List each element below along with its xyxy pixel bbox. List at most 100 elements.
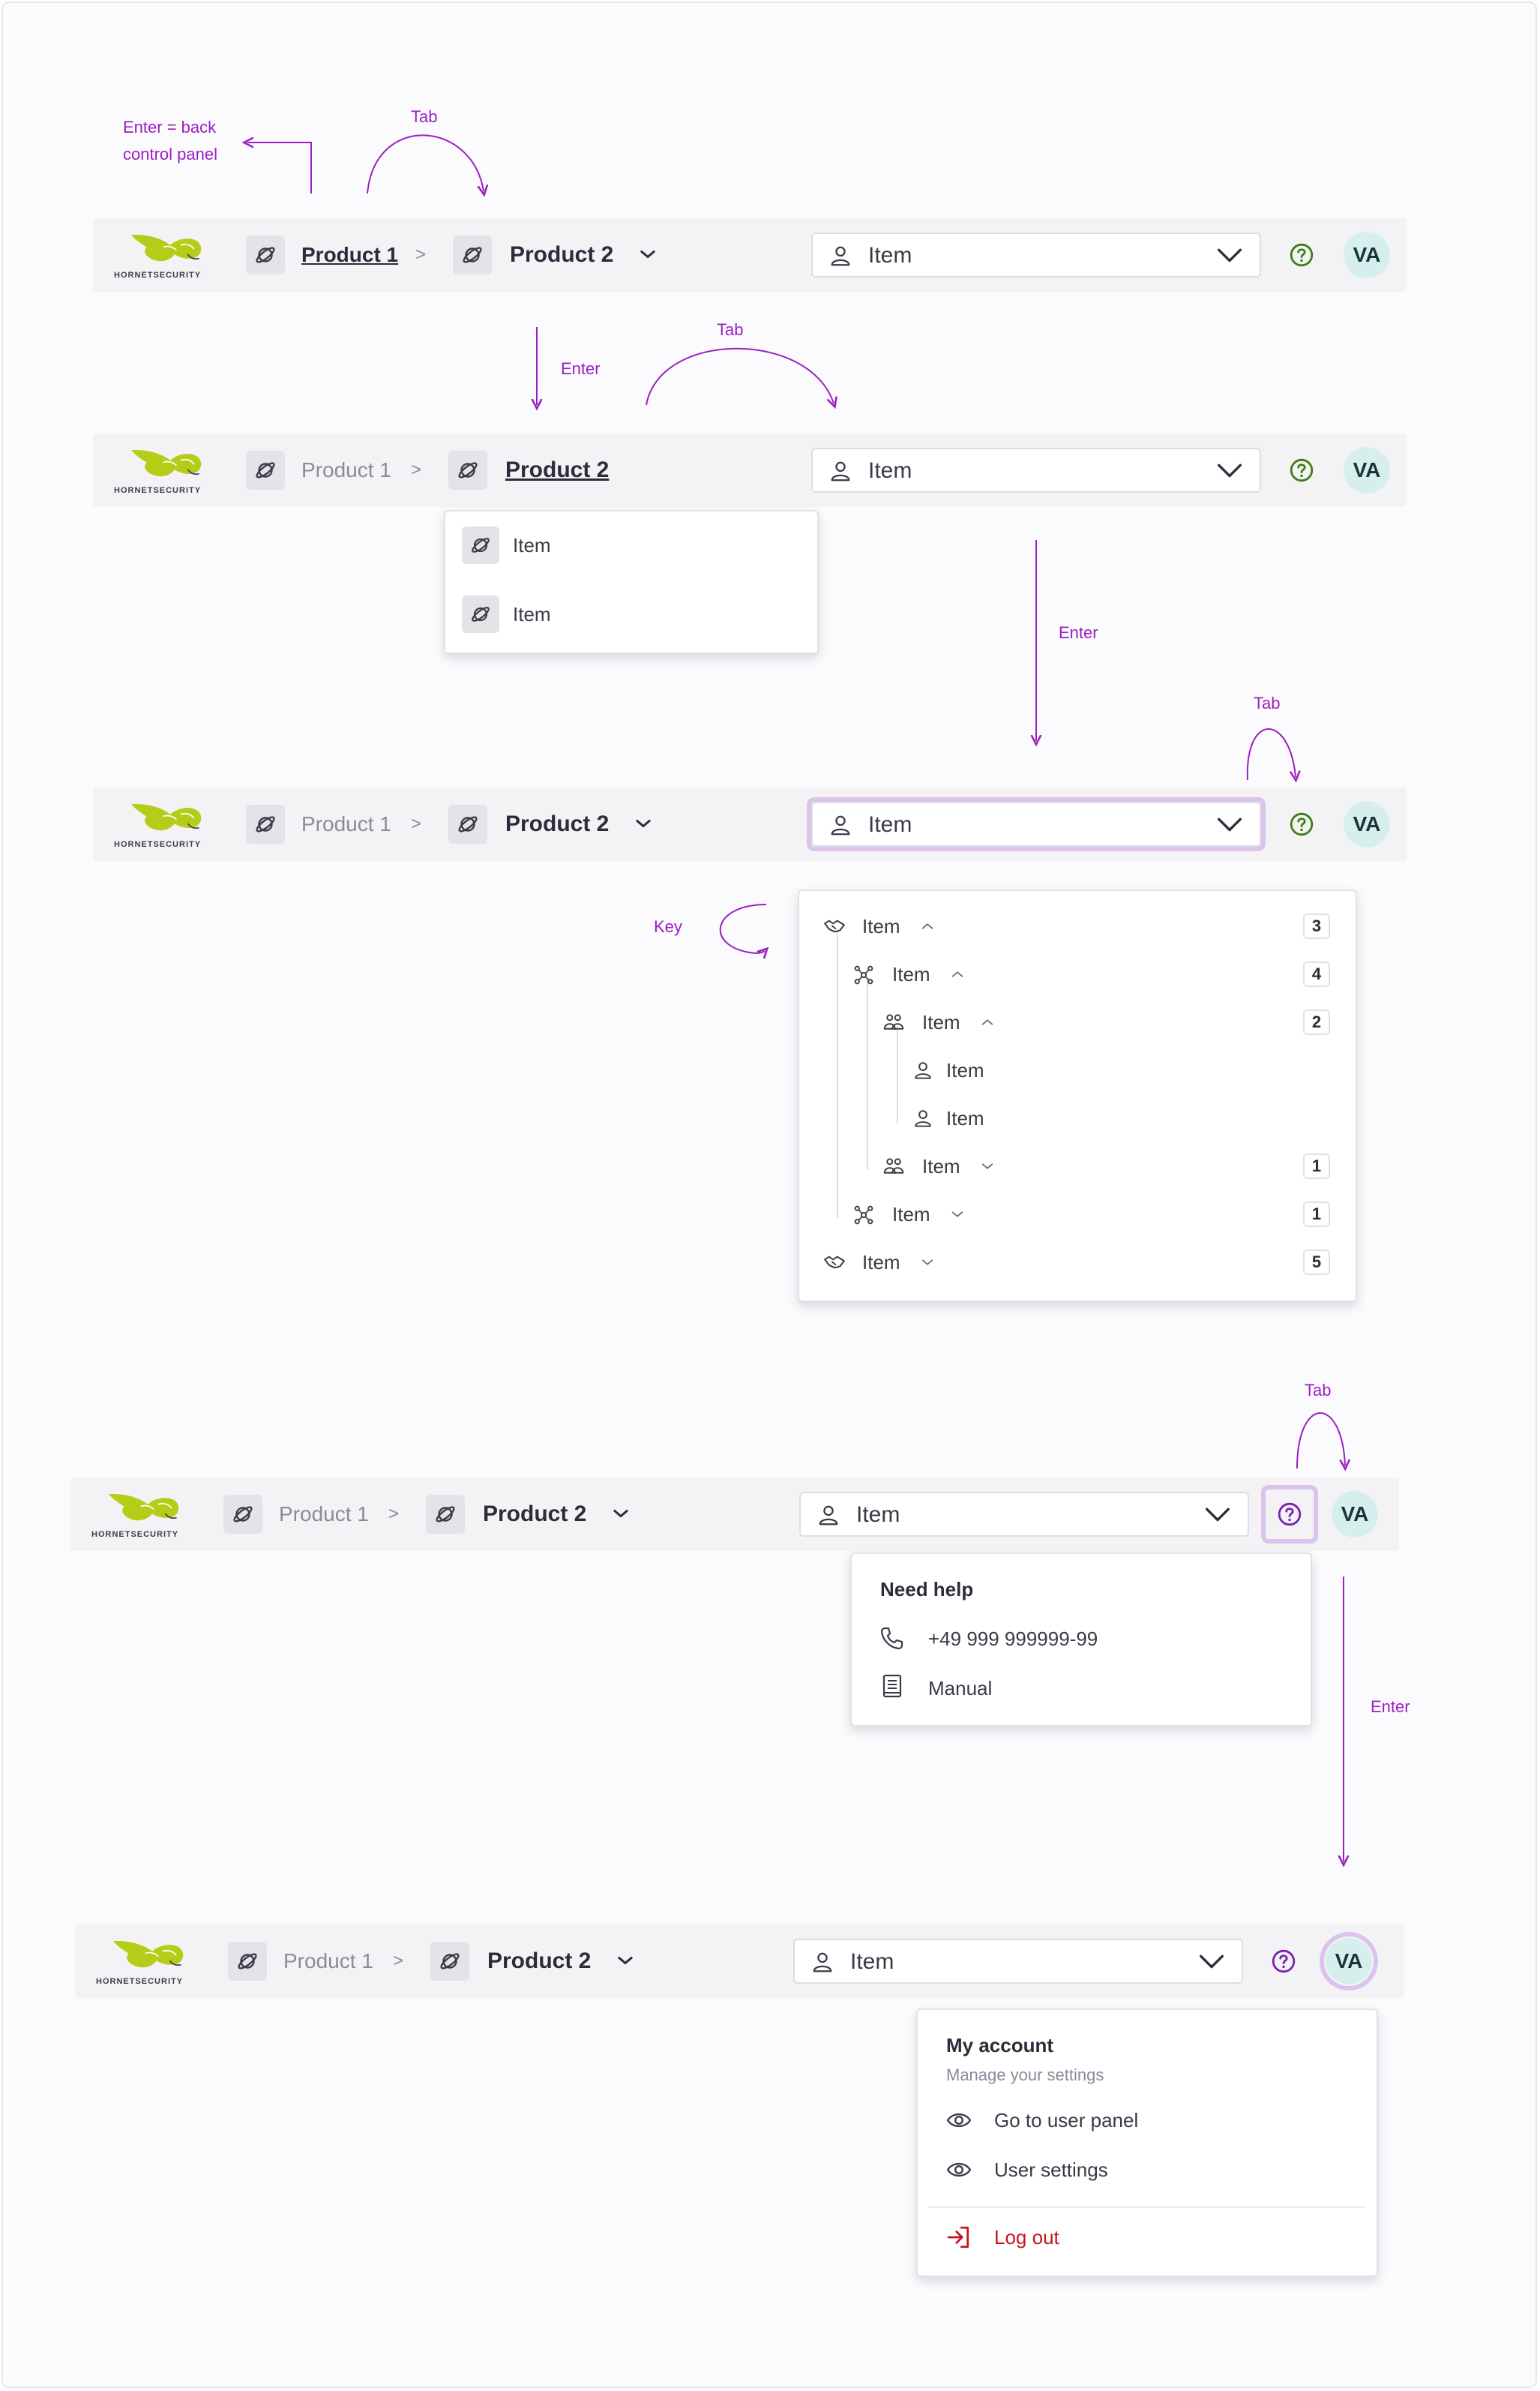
hornet-logo-icon xyxy=(90,1491,196,1527)
crumb-product1-tile[interactable] xyxy=(246,451,285,490)
help-menu-manual[interactable]: Manual xyxy=(928,1677,993,1700)
item-select[interactable]: Item xyxy=(811,802,1261,847)
network-icon xyxy=(853,964,874,986)
help-button[interactable] xyxy=(1285,238,1318,272)
crumb-product2-tile[interactable] xyxy=(426,1495,465,1534)
planet-icon xyxy=(433,1502,457,1526)
user-settings-link[interactable]: User settings xyxy=(994,2158,1108,2181)
book-icon xyxy=(882,1674,903,1698)
chevron-down-icon[interactable] xyxy=(921,1258,934,1267)
tree-item-level2[interactable]: Item xyxy=(892,1203,930,1226)
chevron-down-icon[interactable] xyxy=(616,1955,634,1966)
crumb-product2-link[interactable]: Product 2 xyxy=(505,812,610,836)
group-icon xyxy=(883,1156,904,1176)
eye-icon xyxy=(946,2110,972,2130)
menu-item-1[interactable]: Item xyxy=(513,534,551,556)
crumb-separator: > xyxy=(411,460,422,480)
planet-icon xyxy=(231,1502,255,1526)
item-select[interactable]: Item xyxy=(811,232,1261,278)
chevron-down-icon[interactable] xyxy=(612,1508,630,1519)
item-select-label: Item xyxy=(856,1502,900,1527)
count-badge: 5 xyxy=(1303,1250,1330,1275)
crumb-product2-link[interactable]: Product 2 xyxy=(510,242,614,267)
brand-name: HORNETSECURITY xyxy=(96,1977,184,1986)
hornet-logo-icon xyxy=(112,232,219,268)
tree-item-level1[interactable]: Item xyxy=(862,915,900,938)
crumb-product2-link[interactable]: Product 2 xyxy=(487,1948,592,1973)
tree-item-level3[interactable]: Item xyxy=(922,1011,960,1034)
logout-button[interactable]: Log out xyxy=(994,2226,1059,2248)
chevron-down-icon[interactable] xyxy=(981,1162,994,1171)
chevron-down-icon[interactable] xyxy=(634,818,652,829)
crumb-product2-tile[interactable] xyxy=(453,236,492,274)
go-to-user-panel-link[interactable]: Go to user panel xyxy=(994,2109,1139,2132)
crumb-product2-link[interactable]: Product 2 xyxy=(505,458,610,482)
header-bar-state4: HORNETSECURITY Product 1 > Product 2 Ite… xyxy=(70,1478,1399,1551)
planet-icon xyxy=(456,458,480,482)
crumb-product1-link[interactable]: Product 1 xyxy=(301,243,399,266)
hornet-logo-icon xyxy=(112,447,219,483)
count-badge: 1 xyxy=(1303,1154,1330,1179)
count-badge: 4 xyxy=(1303,962,1330,987)
header-bar-state2: HORNETSECURITY Product 1 > Product 2 Ite… xyxy=(93,434,1407,507)
tree-guide xyxy=(867,978,868,1170)
planet-icon xyxy=(456,812,480,836)
crumb-product1-tile[interactable] xyxy=(228,1942,267,1981)
help-button[interactable] xyxy=(1267,1945,1300,1978)
handshake-icon xyxy=(823,918,846,934)
annotation-enter-2: Enter xyxy=(1059,623,1098,642)
annotation-enter-back-1: Enter = back xyxy=(123,118,217,136)
user-icon xyxy=(913,1108,933,1128)
avatar-button[interactable]: VA xyxy=(1326,1938,1372,1984)
planet-icon xyxy=(469,603,492,626)
tree-item-level4[interactable]: Item xyxy=(946,1107,984,1130)
avatar-button[interactable]: VA xyxy=(1344,447,1390,494)
chevron-up-icon[interactable] xyxy=(921,922,934,931)
crumb-product1-link[interactable]: Product 1 xyxy=(283,1949,373,1972)
crumb-separator: > xyxy=(388,1504,400,1524)
avatar-button[interactable]: VA xyxy=(1332,1491,1378,1538)
planet-icon xyxy=(460,243,484,267)
item-select[interactable]: Item xyxy=(811,448,1261,493)
help-icon xyxy=(1271,1948,1296,1974)
crumb-separator: > xyxy=(393,1951,404,1971)
crumb-product2-link[interactable]: Product 2 xyxy=(483,1502,587,1526)
tree-item-level3[interactable]: Item xyxy=(922,1155,960,1178)
tree-item-level2[interactable]: Item xyxy=(892,963,930,986)
hornet-logo-icon xyxy=(94,1938,201,1974)
menu-item-2[interactable]: Item xyxy=(513,603,551,626)
tree-item-level1[interactable]: Item xyxy=(862,1251,900,1274)
hornet-logo-icon xyxy=(112,801,219,837)
chevron-up-icon[interactable] xyxy=(981,1018,994,1027)
avatar-button[interactable]: VA xyxy=(1344,801,1390,848)
focus-ring xyxy=(807,797,1266,851)
chevron-up-icon[interactable] xyxy=(951,970,964,979)
help-menu-title: Need help xyxy=(880,1578,974,1600)
item-select[interactable]: Item xyxy=(799,1492,1249,1537)
tree-item-level4[interactable]: Item xyxy=(946,1059,984,1082)
crumb-product2-tile[interactable] xyxy=(448,805,487,844)
crumb-product1-tile[interactable] xyxy=(223,1495,262,1534)
chevron-down-icon[interactable] xyxy=(951,1210,964,1219)
crumb-product1-link[interactable]: Product 1 xyxy=(301,812,391,836)
crumb-product1-link[interactable]: Product 1 xyxy=(279,1502,369,1526)
account-dropdown-menu: My account Manage your settings Go to us… xyxy=(916,2008,1378,2277)
crumb-product1-tile[interactable] xyxy=(246,236,285,274)
user-icon xyxy=(829,244,852,267)
help-button[interactable] xyxy=(1285,454,1318,487)
help-icon xyxy=(1289,812,1314,837)
help-menu-phone[interactable]: +49 999 999999-99 xyxy=(928,1628,1098,1650)
crumb-product2-tile[interactable] xyxy=(448,451,487,490)
help-button[interactable] xyxy=(1273,1498,1306,1531)
help-button[interactable] xyxy=(1285,808,1318,841)
crumb-product1-tile[interactable] xyxy=(246,805,285,844)
user-icon xyxy=(913,1060,933,1080)
account-menu-title: My account xyxy=(946,2034,1054,2056)
crumb-product2-tile[interactable] xyxy=(430,1942,469,1981)
item-select[interactable]: Item xyxy=(793,1939,1243,1984)
avatar-button[interactable]: VA xyxy=(1344,232,1390,278)
planet-icon xyxy=(469,534,492,556)
chevron-down-icon[interactable] xyxy=(639,249,657,260)
crumb-product1-link[interactable]: Product 1 xyxy=(301,458,391,482)
